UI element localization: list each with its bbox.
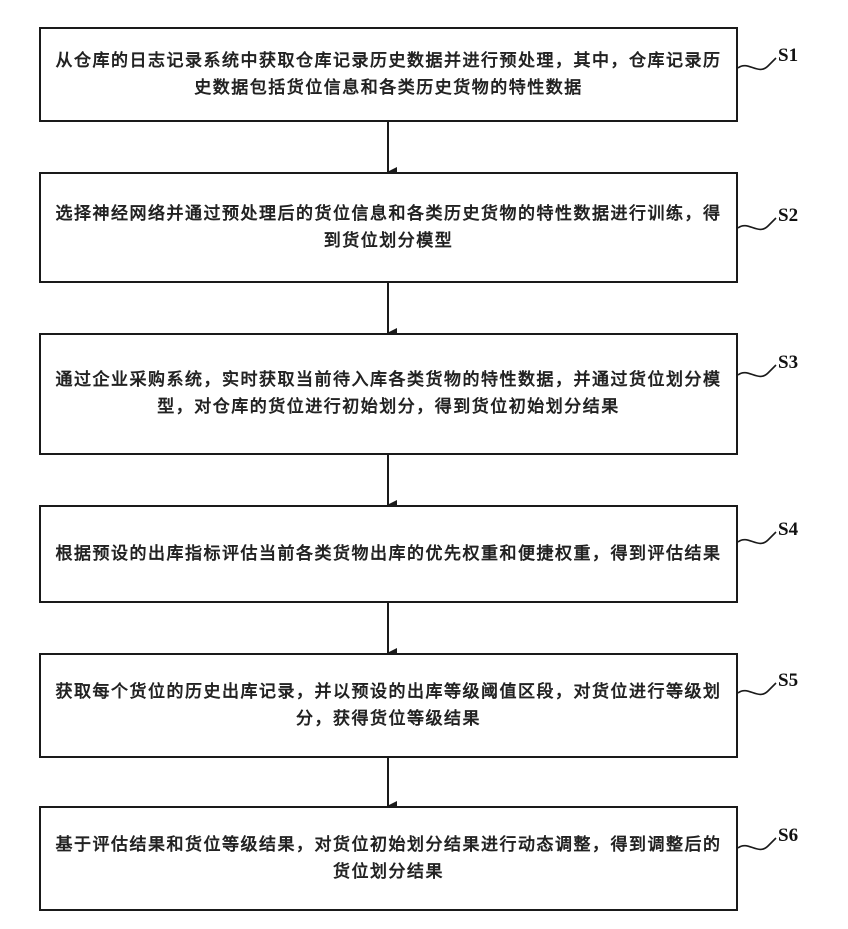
step-box-s2: 选择神经网络并通过预处理后的货位信息和各类历史货物的特性数据进行训练，得到货位划…	[39, 172, 738, 283]
step-text-s2: 选择神经网络并通过预处理后的货位信息和各类历史货物的特性数据进行训练，得到货位划…	[41, 201, 736, 255]
step-text-s5: 获取每个货位的历史出库记录，并以预设的出库等级阈值区段，对货位进行等级划分，获得…	[41, 679, 736, 733]
leader-line-s5	[738, 683, 776, 694]
step-text-s1: 从仓库的日志记录系统中获取仓库记录历史数据并进行预处理，其中，仓库记录历史数据包…	[41, 48, 736, 102]
leader-line-s3	[738, 365, 776, 376]
step-tag-s5: S5	[778, 670, 798, 692]
step-tag-s3: S3	[778, 352, 798, 374]
leader-line-s6	[738, 838, 776, 849]
step-text-s3: 通过企业采购系统，实时获取当前待入库各类货物的特性数据，并通过货位划分模型，对仓…	[41, 367, 736, 421]
step-box-s1: 从仓库的日志记录系统中获取仓库记录历史数据并进行预处理，其中，仓库记录历史数据包…	[39, 27, 738, 122]
step-tag-s6: S6	[778, 825, 798, 847]
step-text-s4: 根据预设的出库指标评估当前各类货物出库的优先权重和便捷权重，得到评估结果	[42, 541, 736, 568]
step-text-s6: 基于评估结果和货位等级结果，对货位初始划分结果进行动态调整，得到调整后的货位划分…	[41, 832, 736, 886]
step-box-s3: 通过企业采购系统，实时获取当前待入库各类货物的特性数据，并通过货位划分模型，对仓…	[39, 333, 738, 455]
leader-line-s2	[738, 218, 776, 229]
step-box-s4: 根据预设的出库指标评估当前各类货物出库的优先权重和便捷权重，得到评估结果	[39, 505, 738, 603]
step-tag-s4: S4	[778, 519, 798, 541]
step-tag-s2: S2	[778, 205, 798, 227]
step-box-s5: 获取每个货位的历史出库记录，并以预设的出库等级阈值区段，对货位进行等级划分，获得…	[39, 653, 738, 758]
leader-line-s1	[738, 58, 776, 69]
leader-line-s4	[738, 532, 776, 543]
step-tag-s1: S1	[778, 45, 798, 67]
step-box-s6: 基于评估结果和货位等级结果，对货位初始划分结果进行动态调整，得到调整后的货位划分…	[39, 806, 738, 911]
